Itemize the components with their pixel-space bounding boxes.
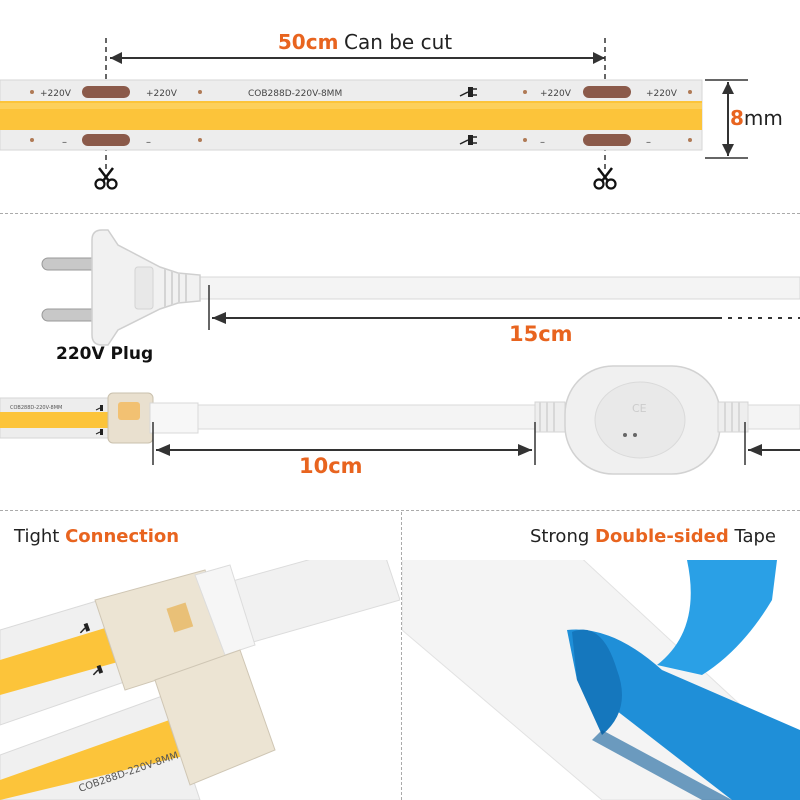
scissors-icon — [593, 167, 617, 190]
led-strip-diagram: +220V +220V +220V +220V COB288D-220V-8MM… — [0, 38, 748, 190]
panel-prefix: Tight — [14, 526, 66, 547]
plug-label: 220V Plug — [56, 344, 154, 364]
cable-length-label: 10cm — [299, 454, 363, 478]
panel-suffix: Tape — [728, 526, 776, 547]
strip-width-unit: mm — [743, 106, 783, 130]
plug-symbol-icon — [459, 135, 477, 145]
cable — [197, 404, 549, 430]
pos-label: +220V — [540, 89, 572, 99]
tight-connection-title: Tight Connection — [14, 526, 179, 547]
blue-tape-main — [567, 629, 800, 800]
arrow-left — [110, 52, 122, 64]
tape-title: Strong Double-sided Tape — [530, 526, 776, 547]
scissors-icon — [94, 167, 118, 190]
plug-symbol-icon — [95, 429, 103, 435]
strip-width-label: 8mm — [730, 106, 783, 130]
neg-label: – — [540, 137, 545, 148]
section-divider — [0, 510, 800, 511]
cut-pad — [82, 86, 130, 98]
blue-tape-curl — [572, 629, 622, 735]
cut-pad — [583, 86, 631, 98]
neg-label: – — [146, 137, 151, 148]
controller-box — [534, 365, 800, 475]
pos-label: +220V — [40, 89, 72, 99]
strip-model-small: COB288D-220V-8MM — [10, 405, 62, 411]
neg-label: – — [646, 137, 651, 148]
panel-highlight: Connection — [65, 526, 180, 547]
cut-length-value: 50cm — [277, 30, 339, 54]
pos-label: +220V — [146, 89, 178, 99]
plug-symbol-icon — [79, 622, 91, 634]
neg-label: – — [62, 137, 67, 148]
lower-connector — [154, 649, 276, 786]
arrow-right — [593, 52, 605, 64]
plug-symbol-icon — [95, 405, 103, 411]
panel-divider — [401, 512, 402, 800]
tight-connection-image: COB288D-220V-8MM — [0, 560, 400, 800]
power-cord — [194, 276, 800, 300]
strip-model-text: COB288D-220V-8MM — [248, 89, 342, 99]
cut-pad — [583, 134, 631, 146]
connector-sleeve — [149, 402, 199, 434]
plug-symbol-icon — [459, 87, 477, 97]
ce-mark: CE — [632, 402, 647, 415]
section-divider — [0, 213, 800, 214]
panel-prefix: Strong — [529, 526, 595, 547]
plug-symbol-icon — [92, 664, 104, 676]
plug-diagram — [41, 229, 800, 346]
plug-prong — [41, 257, 99, 271]
pos-label: +220V — [646, 89, 678, 99]
cut-pad — [82, 134, 130, 146]
panel-highlight: Double-sided — [595, 526, 729, 547]
double-sided-tape-image — [402, 560, 800, 800]
cut-length-text: Can be cut — [343, 30, 453, 54]
connector-diagram: COB288D-220V-8MM CE — [0, 365, 800, 475]
strip-width-value: 8 — [730, 106, 744, 130]
cut-length-label: 50cm Can be cut — [0, 30, 730, 55]
cord-length-label: 15cm — [509, 322, 573, 346]
plug-prong — [41, 308, 99, 322]
